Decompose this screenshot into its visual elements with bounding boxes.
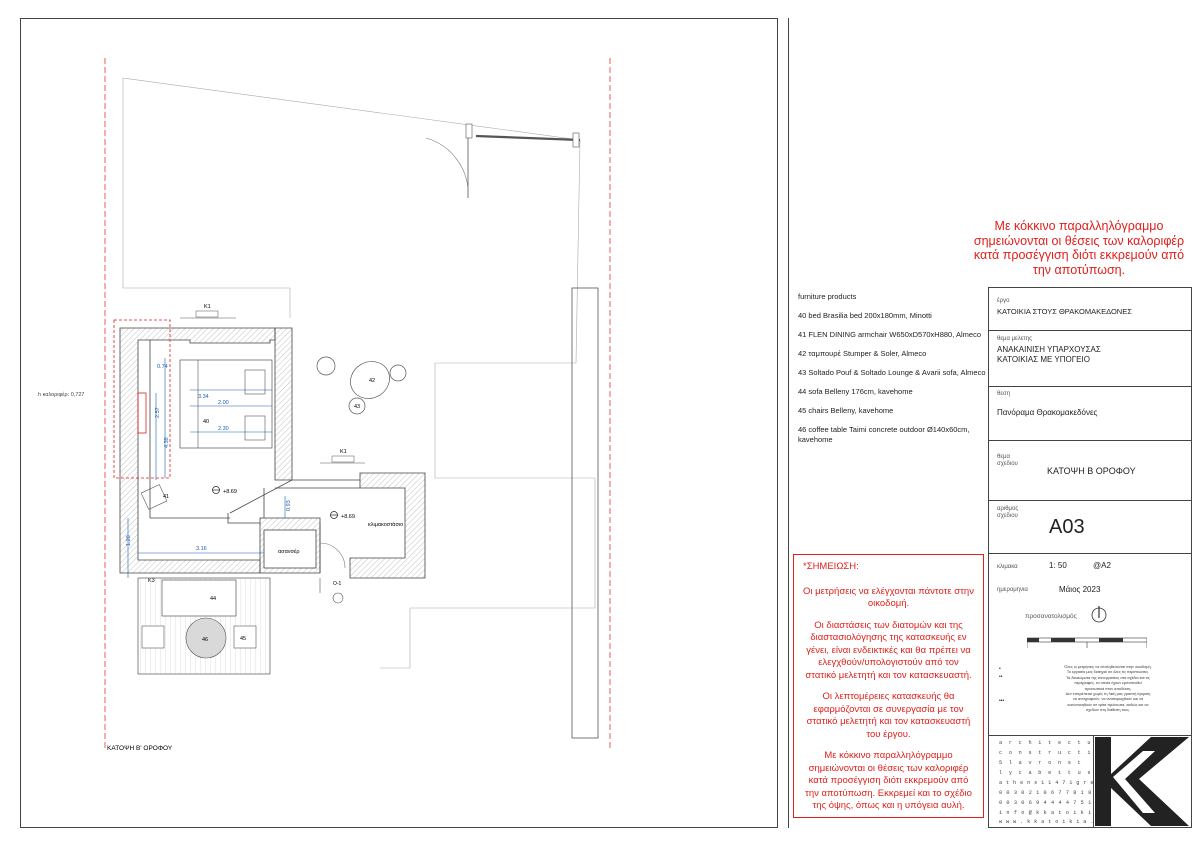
- project-name: ΚΑΤΟΙΚΙΑ ΣΤΟΥΣ ΘΡΑΚΟΜΑΚΕΔΟΝΕΣ: [997, 307, 1132, 316]
- section-mark-k1-top: K1: [180, 304, 236, 319]
- location: Πανόραμα Θρακομακεδόνες: [997, 408, 1098, 417]
- coffee-table-46: [185, 617, 227, 659]
- tag-42: 42: [369, 378, 375, 384]
- sofa-44: [161, 579, 237, 617]
- bed: [179, 359, 273, 449]
- note-paragraph: Οι λεπτομέρειες κατασκευής θα εφαρμόζοντ…: [806, 691, 971, 740]
- date: Μάιος 2023: [1059, 585, 1101, 594]
- table-42: [350, 361, 390, 399]
- list-item: 42 ταμπουρέ Stumper & Soler, Almeco: [798, 349, 927, 358]
- notes-box: *ΣΗΜΕΙΩΣΗ: Οι μετρήσεις να ελέγχονται πά…: [793, 554, 984, 818]
- furniture-list-title: furniture products: [798, 292, 857, 301]
- note-paragraph: Οι μετρήσεις να ελέγχονται πάντοτε στην …: [803, 585, 974, 610]
- svg-text:+8.69: +8.69: [341, 514, 355, 520]
- north-arrow-icon: [1091, 606, 1107, 623]
- paper-size: @A2: [1093, 561, 1111, 570]
- dimension-lines: [127, 358, 286, 578]
- radiator-label: h καλοριφέρ: 0,727: [38, 391, 85, 398]
- tag-46: 46: [202, 637, 208, 643]
- list-item: 45 chairs Belleny, kavehome: [798, 406, 894, 415]
- tag-41: 41: [163, 494, 169, 500]
- legal-notice: Όλες οι μετρήσεις να επαληθεύονται στην …: [1064, 665, 1152, 713]
- subject-line: ΑΝΑΚΑΙΝΙΣΗ ΥΠΑΡΧΟΥΣΑΣ: [997, 345, 1101, 354]
- notes-heading: *ΣΗΜΕΙΩΣΗ:: [803, 561, 859, 572]
- elevator-label: ασανσέρ: [278, 548, 299, 555]
- balcony: K3 44 46 45: [137, 577, 271, 675]
- dim-label: 3.34: [198, 394, 209, 400]
- terrace-outline: [122, 77, 596, 669]
- drawing-number: A03: [1049, 516, 1085, 538]
- title-block: έργο ΚΑΤΟΙΚΙΑ ΣΤΟΥΣ ΘΡΑΚΟΜΑΚΕΔΟΝΕΣ θεμα …: [988, 287, 1192, 828]
- dim-label: 2.30: [218, 426, 229, 432]
- list-item: 40 bed Brasilia bed 200x180mm, Minotti: [798, 311, 932, 320]
- note-paragraph: Με κόκκινο παραλληλόγραμμο σημειώνονται …: [805, 750, 972, 811]
- level-marker: +8.69: [212, 486, 237, 495]
- neighbor-wall: [571, 287, 599, 739]
- tag-40: 40: [203, 419, 209, 425]
- section-mark-k1-mid: K1: [320, 449, 365, 464]
- level-marker: +8.69: [330, 511, 355, 520]
- dim-label: 4.39: [164, 437, 170, 448]
- k-logo-icon: [1095, 737, 1189, 826]
- chair-45: [141, 625, 165, 649]
- dim-label: 2.57: [155, 407, 161, 418]
- dim-label: 3.16: [196, 546, 207, 552]
- chair: [389, 364, 407, 382]
- plan-caption: ΚΑΤΟΨΗ Β' ΟΡΟΦΟΥ: [107, 745, 173, 752]
- radiator-marker: [113, 319, 171, 479]
- chair-43: [348, 397, 366, 415]
- tag-45: 45: [240, 636, 246, 642]
- svg-text:K1: K1: [340, 449, 347, 455]
- list-item: 46 coffee table Taimi concrete outdoor Ø…: [798, 425, 970, 444]
- list-item: 41 FLEN DINING armchair W650xD570xH880, …: [798, 330, 981, 339]
- dim-label: 1.20: [126, 535, 132, 546]
- svg-text:+8.69: +8.69: [223, 489, 237, 495]
- staircase-label: κλιμακοστάσιο: [368, 521, 403, 528]
- chair-45: [233, 625, 257, 649]
- drawing-title: ΚΑΤΟΨΗ Β ΟΡΟΦΟΥ: [1047, 466, 1136, 476]
- list-item: 43 Soltado Pouf & Soltado Lounge & Avari…: [798, 368, 986, 377]
- radiator-note: Με κόκκινο παραλληλόγραμμο σημειώνονται …: [973, 219, 1185, 277]
- tag-44: 44: [210, 596, 216, 602]
- dim-label: 2.00: [218, 400, 229, 406]
- sheet-separator: [788, 18, 789, 828]
- svg-text:K1: K1: [204, 304, 211, 310]
- chair: [316, 356, 336, 376]
- subject-line: ΚΑΤΟΙΚΙΑΣ ΜΕ ΥΠΟΓΕΙΟ: [997, 355, 1090, 364]
- svg-text:Ο-1: Ο-1: [333, 581, 342, 587]
- furniture-list: furniture products 40 bed Brasilia bed 2…: [798, 292, 988, 454]
- tag-43: 43: [354, 404, 360, 410]
- note-paragraph: Οι διαστάσεις των διατομών και της διαστ…: [805, 619, 972, 681]
- dim-label: 0.93: [286, 500, 292, 511]
- scale-value: 1: 50: [1049, 561, 1067, 570]
- detail-mark: [332, 592, 344, 604]
- floor-plan-drawing: h καλοριφέρ: 0,727 40 0.74 2.57 4.39 3.3…: [38, 58, 611, 752]
- drawing-frame: [20, 18, 778, 828]
- dim-label: 0.74: [157, 364, 168, 370]
- armchair-41: [140, 484, 168, 510]
- scale-bar: [1027, 637, 1147, 648]
- list-item: 44 sofa Belleny 176cm, kavehome: [798, 387, 913, 396]
